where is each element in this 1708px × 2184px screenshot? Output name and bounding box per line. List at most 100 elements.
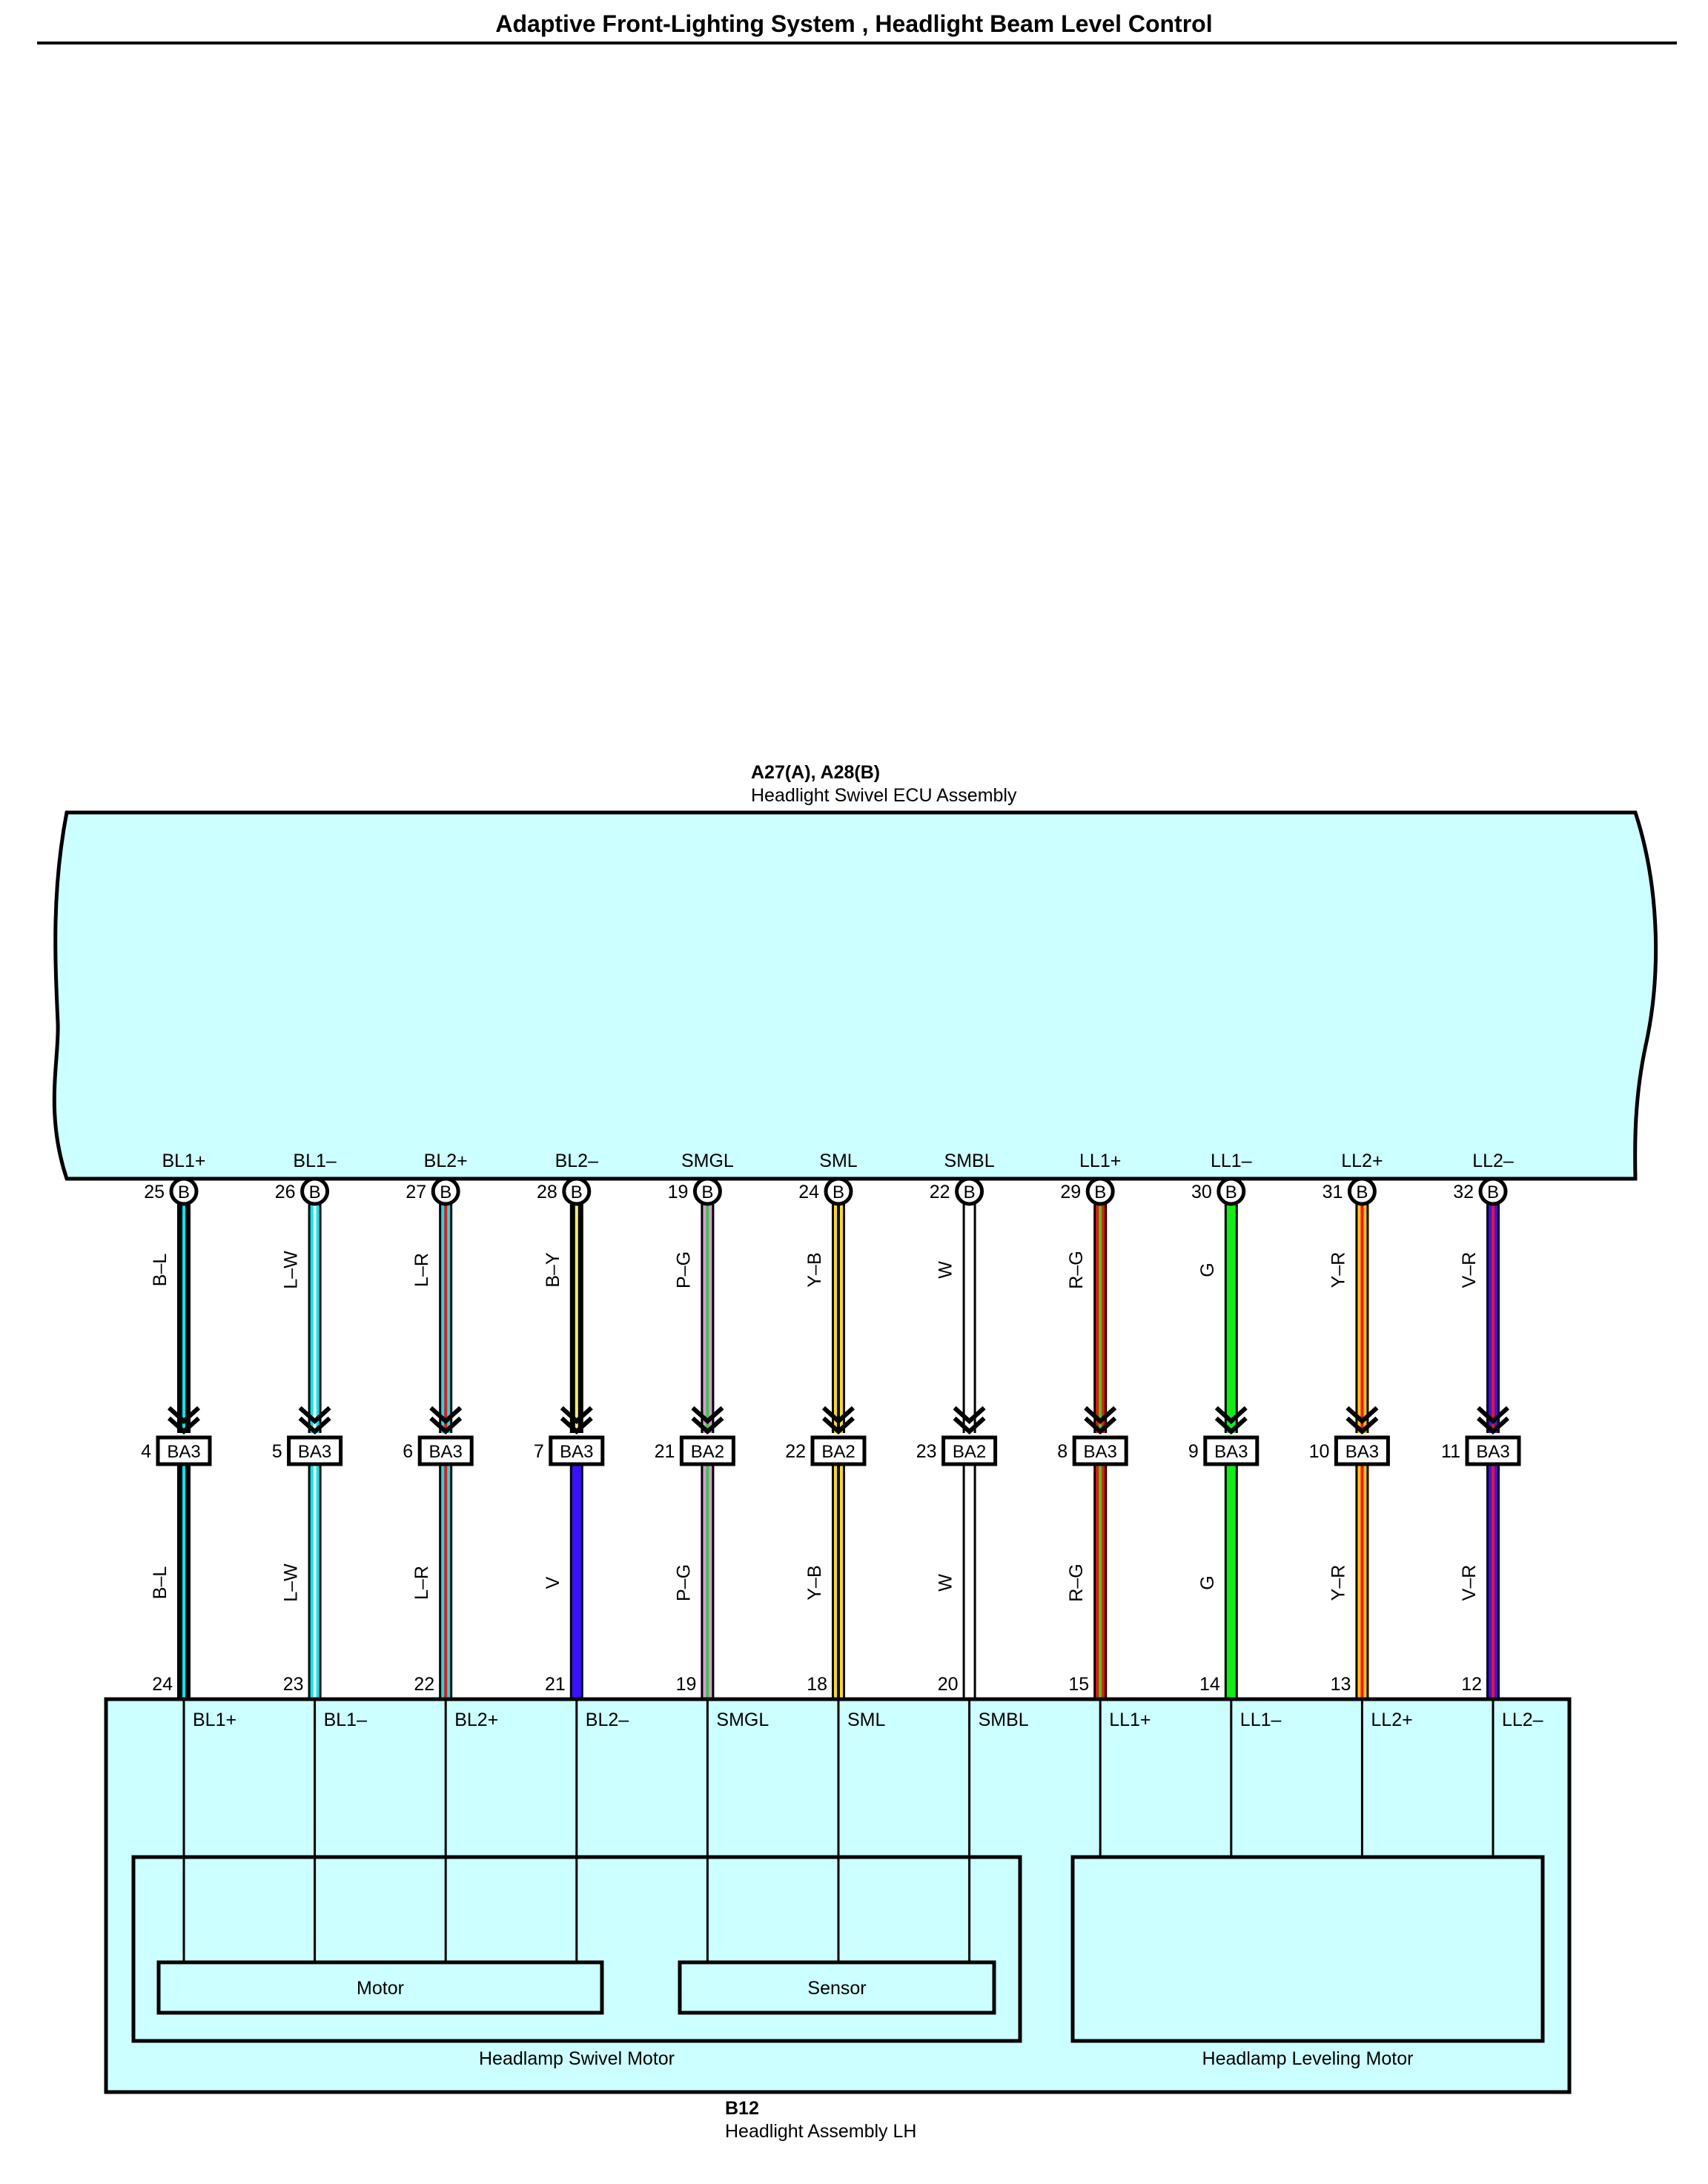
junction-connector-label: BA3 [1476, 1442, 1509, 1462]
assembly-signal-label: SMGL [716, 1710, 769, 1730]
upper-wire-tracer [182, 1203, 185, 1433]
lower-wire-color-label: W [936, 1574, 956, 1592]
ecu-terminal [1217, 1177, 1246, 1206]
upper-wire-tracer [1360, 1203, 1364, 1433]
upper-wire-tracer [575, 1203, 578, 1433]
upper-wire-color-label: G [1197, 1263, 1218, 1277]
ecu-pin-number: 22 [930, 1182, 950, 1202]
junction-pin-number: 7 [534, 1441, 544, 1462]
upper-wire-tracer [313, 1203, 317, 1433]
ecu-connector-letter: B [178, 1182, 190, 1202]
ecu-pin-number: 19 [668, 1182, 689, 1202]
connector-arrow-icon [167, 1406, 201, 1435]
lower-wire-insulation [572, 1466, 581, 1699]
assembly-pin-number: 18 [807, 1674, 827, 1695]
assembly-signal-label: BL1– [324, 1710, 367, 1730]
upper-wire-color-label: R–G [1066, 1251, 1087, 1288]
assembly-signal-label: LL1– [1240, 1710, 1282, 1730]
ecu-pin-number: 26 [275, 1182, 296, 1202]
lower-wire-tracer [706, 1466, 709, 1699]
upper-wire-tracer [444, 1203, 448, 1433]
lower-wire-tracer [182, 1466, 185, 1699]
lower-wire [962, 1466, 976, 1699]
junction-connector [156, 1435, 212, 1466]
ecu-terminal [824, 1177, 853, 1206]
ecu-connector-letter: B [964, 1182, 976, 1202]
upper-wire [962, 1203, 976, 1433]
motor-box [156, 1960, 604, 2015]
ecu-signal-label: SMBL [944, 1151, 995, 1171]
ecu-body [52, 810, 1658, 1181]
lower-wire [177, 1466, 191, 1699]
upper-wire-color-label: V–R [1459, 1252, 1480, 1288]
lower-wire [1093, 1466, 1108, 1699]
lower-wire [1486, 1466, 1500, 1699]
ecu-terminal [692, 1177, 722, 1206]
junction-connector-label: BA3 [429, 1442, 463, 1462]
junction-connector [1465, 1435, 1521, 1466]
ecu-signal-label: SML [819, 1151, 858, 1171]
ecu-terminal [1347, 1177, 1377, 1206]
junction-connector [549, 1435, 605, 1466]
sensor-box [678, 1960, 996, 2015]
upper-wire-color-label: W [936, 1261, 956, 1279]
lower-wire-tracer [313, 1466, 317, 1699]
upper-wire [569, 1203, 583, 1433]
junction-pin-number: 6 [403, 1441, 413, 1462]
junction-pin-number: 9 [1188, 1441, 1199, 1462]
assembly-signal-label: LL1+ [1109, 1710, 1151, 1730]
connector-arrow-icon [298, 1406, 331, 1435]
junction-pin-number: 10 [1309, 1441, 1330, 1462]
junction-connector [417, 1435, 474, 1466]
ecu-pin-number: 24 [798, 1182, 819, 1202]
upper-wire [308, 1203, 322, 1433]
ecu-connector-letter: B [833, 1182, 844, 1202]
assembly-pin-number: 24 [152, 1674, 173, 1695]
connector-arrow-icon [1345, 1406, 1379, 1435]
upper-wire-color-label: B–Y [543, 1252, 563, 1288]
junction-connector [287, 1435, 343, 1466]
ecu-pin-number: 28 [537, 1182, 557, 1202]
upper-wire-color-label: Y–R [1328, 1252, 1348, 1288]
ecu-connector-letter: B [1225, 1182, 1237, 1202]
upper-wire-color-label: P–G [673, 1251, 694, 1288]
junction-connector-label: BA3 [298, 1442, 331, 1462]
lower-wire-color-label: Y–B [804, 1565, 825, 1600]
upper-wire [1486, 1203, 1500, 1433]
ecu-terminal [431, 1177, 460, 1206]
upper-wire [439, 1203, 453, 1433]
assembly-pin-number: 15 [1068, 1674, 1089, 1695]
assembly-pin-number: 22 [414, 1674, 434, 1695]
assembly-pin-number: 23 [283, 1674, 304, 1695]
ecu-name: Headlight Swivel ECU Assembly [751, 785, 1017, 806]
lower-wire-color-label: R–G [1066, 1563, 1087, 1601]
ecu-signal-label: BL1– [293, 1151, 336, 1171]
upper-wire [177, 1203, 191, 1433]
connector-arrow-icon [691, 1406, 724, 1435]
ecu-signal-label: LL2– [1472, 1151, 1514, 1171]
upper-wire-insulation [964, 1203, 974, 1433]
upper-wire-tracer [1099, 1203, 1102, 1433]
junction-connector [679, 1435, 735, 1466]
ecu-terminal [300, 1177, 330, 1206]
junction-connector [810, 1435, 867, 1466]
lower-wire-color-label: G [1197, 1575, 1218, 1589]
page-title: Adaptive Front-Lighting System , Headlig… [495, 10, 1213, 37]
lower-wire [308, 1466, 322, 1699]
connector-arrow-icon [953, 1406, 986, 1435]
ecu-pin-number: 25 [144, 1182, 165, 1202]
junction-connector-label: BA2 [953, 1442, 986, 1462]
upper-wire-tracer [1492, 1203, 1494, 1433]
lower-wire-color-label: L–R [411, 1566, 432, 1600]
assembly-signal-label: BL2+ [454, 1710, 498, 1730]
connector-arrow-icon [560, 1406, 593, 1435]
ecu-signal-label: BL1+ [162, 1151, 205, 1171]
lower-wire-color-label: V [543, 1576, 563, 1589]
lower-wire-color-label: V–R [1459, 1565, 1480, 1601]
assembly-signal-label: SML [847, 1710, 886, 1730]
ecu-signal-label: SMGL [681, 1151, 734, 1171]
assembly-pin-number: 20 [938, 1674, 959, 1695]
lower-wire [1224, 1466, 1238, 1699]
ecu-signal-label: BL2– [555, 1151, 598, 1171]
